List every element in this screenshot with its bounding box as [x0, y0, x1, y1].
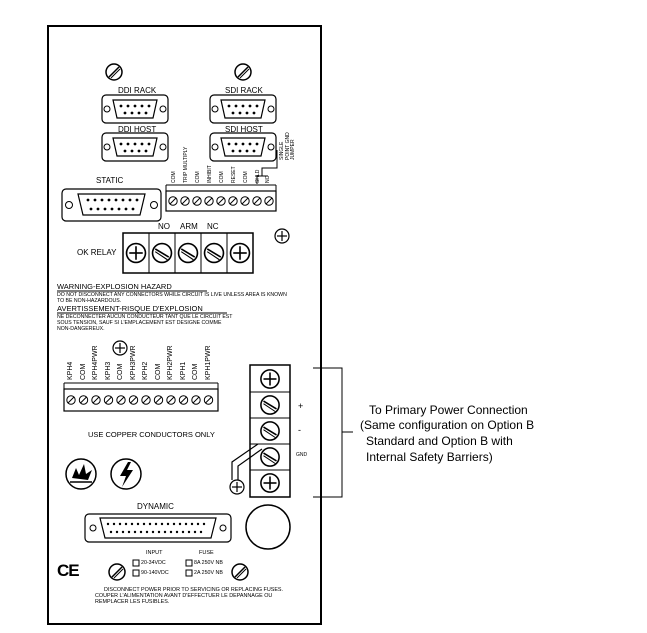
input-checkbox-2 [132, 569, 140, 577]
mount-screw-left [105, 63, 123, 81]
top-terminal-label-7: COM [243, 171, 249, 183]
dynamic-connector [84, 513, 232, 543]
ground-screw [274, 228, 290, 244]
sdi-host-label: SDI HOST [225, 125, 263, 134]
kph-label-1: KPH4 [67, 361, 74, 380]
relay-nc-label: NC [207, 222, 219, 231]
ok-relay-label: OK RELAY [77, 248, 117, 257]
warning-line-1: DO NOT DISCONNECT ANY CONNECTORS WHILE C… [57, 292, 287, 298]
kph-terminal-strip [63, 382, 219, 412]
kph-label-3: KPH4PWR [92, 345, 99, 380]
copper-notice: USE COPPER CONDUCTORS ONLY [88, 430, 215, 439]
sdi-host-connector [209, 132, 277, 162]
gnd-label: GND [296, 452, 308, 458]
fuse-option-1: 8A 250V NB [194, 560, 223, 566]
top-terminal-label-2: TRIP MULTIPLY [183, 146, 189, 183]
kph-label-4: KPH3 [104, 361, 112, 380]
minus-sign: - [298, 425, 301, 435]
top-terminal-label-3: COM [195, 171, 201, 183]
kph-label-11: COM [192, 363, 199, 380]
disconnect-line-3: REMPLACER LES FUSIBLES. [95, 599, 170, 605]
input-option-1: 20-34VDC [141, 560, 166, 566]
static-label: STATIC [96, 176, 124, 185]
input-option-2: 90-140VDC [141, 570, 169, 576]
avertissement-line-3: NON-DANGEREUX. [57, 326, 105, 332]
warning-title: WARNING-EXPLOSION HAZARD [57, 282, 172, 291]
kph-label-2: COM [79, 363, 87, 380]
callout-bracket [313, 367, 343, 498]
callout-line-1: To Primary Power Connection [369, 403, 528, 417]
ce-mark: CE [57, 561, 80, 580]
ddi-rack-label: DDI RACK [118, 86, 157, 95]
fuse-checkbox-1 [185, 559, 193, 567]
ok-relay-block [122, 232, 254, 274]
kph-label-7: KPH2 [142, 361, 149, 380]
input-title: INPUT [146, 550, 163, 556]
electric-shock-symbol [110, 458, 142, 490]
avertissement-title: AVERTISSEMENT-RISQUE D'EXPLOSION [57, 304, 203, 313]
callout-line-2: (Same configuration on Option B [360, 418, 535, 432]
relay-no-label: NO [158, 222, 170, 231]
plus-sign: + [298, 401, 304, 411]
explosion-hazard-symbol [65, 458, 97, 490]
chassis-ground-screw [229, 479, 245, 495]
fuse-checkbox-2 [185, 569, 193, 577]
top-terminal-label-9: NC [265, 175, 271, 183]
top-terminal-label-1: COM [171, 171, 177, 183]
avertissement-line-2: SOUS TENSION, SAUF SI L'EMPLACEMENT EST … [57, 320, 222, 326]
kph-label-6: KPH3PWR [129, 345, 137, 380]
ddi-host-connector [101, 132, 169, 162]
kph-label-8: COM [154, 363, 162, 380]
callout-line-3: Standard and Option B with [366, 434, 513, 448]
dynamic-label: DYNAMIC [137, 502, 174, 511]
ddi-host-label: DDI HOST [118, 125, 157, 134]
static-connector [61, 188, 162, 222]
disconnect-line-1: DISCONNECT POWER PRIOR TO SERVICING OR R… [104, 587, 284, 593]
cable-gland [245, 504, 291, 550]
top-terminal-label-4: INHIBIT [207, 165, 213, 183]
warning-line-2: TO BE NON-HAZARDOUS. [57, 298, 122, 304]
relay-arm-label: ARM [180, 222, 198, 231]
top-terminal-label-6: RESET [231, 166, 237, 183]
top-terminal-strip [165, 184, 277, 212]
callout-line-4: Internal Safety Barriers) [366, 450, 493, 464]
jumper-note: SINGLE POINT GND JUMPER [279, 132, 296, 160]
kph-label-5: COM [117, 363, 124, 380]
sdi-rack-connector [209, 94, 277, 124]
ddi-rack-connector [101, 94, 169, 124]
disconnect-line-2: COUPER L'ALIMENTATION AVANT D'EFFECTUER … [95, 593, 273, 599]
kph-label-9: KPH2PWR [167, 345, 174, 380]
top-terminal-label-5: COM [219, 171, 225, 183]
sdi-rack-label: SDI RACK [225, 86, 263, 95]
avertissement-line-1: NE DECONNECTER AUCUN CONDUCTEUR TANT QUE… [57, 314, 233, 320]
fuse-title: FUSE [199, 550, 214, 556]
fuse-screw-right [231, 563, 249, 581]
power-terminal-block [231, 364, 291, 498]
top-terminal-label-8: SHLD [255, 169, 261, 183]
fuse-option-2: 2A 250V NB [194, 570, 223, 576]
input-checkbox-1 [132, 559, 140, 567]
fuse-screw-left [108, 563, 126, 581]
kph-label-10: KPH1 [179, 361, 187, 380]
kph-label-12: KPH1PWR [204, 345, 212, 380]
mount-screw-right [234, 63, 252, 81]
kph-ground-screw [112, 340, 128, 356]
